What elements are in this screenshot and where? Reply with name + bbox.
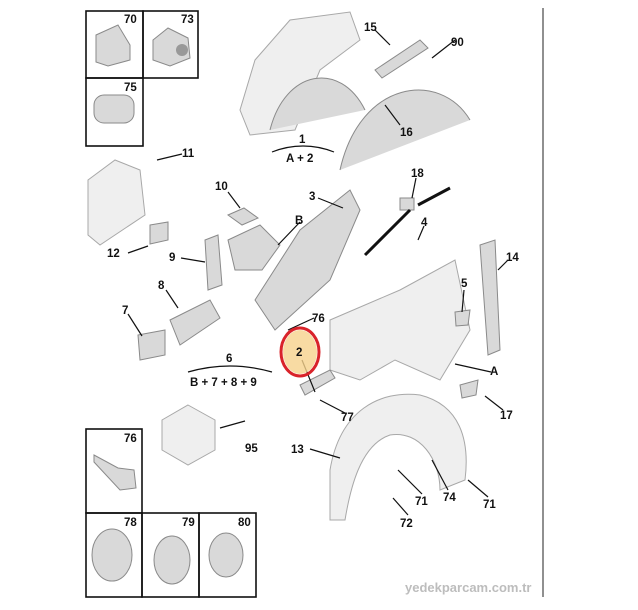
label-74[interactable]: 74: [443, 492, 456, 504]
label-6[interactable]: 6: [226, 353, 232, 365]
label-17[interactable]: 17: [500, 410, 513, 422]
nut-79-icon: [153, 535, 191, 585]
part-number-79: 79: [182, 517, 195, 529]
inset-top: 70 73 75: [85, 10, 199, 147]
label-6-group: B + 7 + 8 + 9: [190, 377, 257, 389]
label-90[interactable]: 90: [451, 37, 464, 49]
inset-bottom: 76 78 79 80: [85, 428, 257, 598]
inset-box-73: [142, 10, 199, 79]
label-7[interactable]: 7: [122, 305, 128, 317]
label-A[interactable]: A: [490, 366, 498, 378]
label-10[interactable]: 10: [215, 181, 228, 193]
bracket-5: [454, 309, 471, 327]
bushing-75-icon: [93, 94, 135, 124]
highlight-circle: [279, 326, 321, 378]
label-9[interactable]: 9: [169, 252, 175, 264]
label-11[interactable]: 11: [182, 148, 195, 160]
front-fender-A: [329, 259, 471, 381]
cover-17: [459, 379, 479, 399]
label-5[interactable]: 5: [461, 278, 468, 290]
highlight-fill: [283, 330, 317, 374]
label-71-right[interactable]: 71: [483, 499, 496, 511]
wheel-arch-liner-13: [329, 393, 467, 521]
label-8[interactable]: 8: [158, 280, 165, 292]
bracket-7: [137, 329, 166, 361]
rivet-nut-78-icon: [91, 528, 133, 582]
fender-assembly-1: [239, 11, 361, 136]
nut-73-icon: [152, 27, 191, 67]
part-number-80: 80: [238, 517, 251, 529]
strut-tower-B: [227, 224, 281, 271]
fastener-kit-95-icon: [161, 404, 216, 466]
label-77[interactable]: 77: [341, 412, 354, 424]
clip-70-icon: [95, 24, 131, 67]
label-71-left[interactable]: 71: [415, 496, 428, 508]
nut-73-hole-icon: [176, 44, 188, 56]
bracket-8: [169, 299, 221, 346]
part-number-78: 78: [124, 517, 137, 529]
label-95[interactable]: 95: [245, 443, 258, 455]
label-14[interactable]: 14: [506, 252, 519, 264]
label-4[interactable]: 4: [421, 217, 428, 229]
wheel-arch-trim-part: [269, 77, 366, 131]
label-76[interactable]: 76: [312, 313, 325, 325]
label-1[interactable]: 1: [299, 134, 306, 146]
leader-lines: [127, 29, 509, 516]
inset-box-80: [198, 512, 257, 598]
label-16[interactable]: 16: [400, 127, 413, 139]
label-B[interactable]: B: [295, 215, 303, 227]
bracket-9: [204, 234, 223, 291]
front-panel-part: [87, 159, 146, 246]
label-3[interactable]: 3: [309, 191, 315, 203]
part-number-70: 70: [124, 14, 137, 26]
label-1-group: A + 2: [286, 153, 313, 165]
rivet-nut-80-icon: [208, 532, 244, 578]
part-labels: 15 90 16 1 A + 2 11 10 3 18 B 4 14 9 12 …: [107, 22, 519, 530]
label-13[interactable]: 13: [291, 444, 304, 456]
bracket-12: [149, 221, 169, 245]
inner-wing-3: [254, 189, 361, 331]
cap-10: [226, 207, 260, 226]
part-number-76-box: 76: [124, 433, 137, 445]
part-number-73: 73: [181, 14, 194, 26]
label-18[interactable]: 18: [411, 168, 424, 180]
bolt-76-icon: [93, 454, 137, 491]
seal-14: [479, 239, 501, 356]
trim-strip-15: [374, 39, 429, 79]
part-number-75: 75: [124, 82, 137, 94]
bracket-18: [399, 197, 415, 211]
label-12[interactable]: 12: [107, 248, 120, 260]
label-2[interactable]: 2: [296, 347, 302, 359]
wheel-arch-trim-16: [339, 89, 471, 171]
watermark: yedekparcam.com.tr: [405, 580, 531, 595]
bracket-2: [299, 369, 336, 396]
label-72[interactable]: 72: [400, 518, 413, 530]
label-15[interactable]: 15: [364, 22, 377, 34]
inset-box-75: [85, 77, 144, 147]
